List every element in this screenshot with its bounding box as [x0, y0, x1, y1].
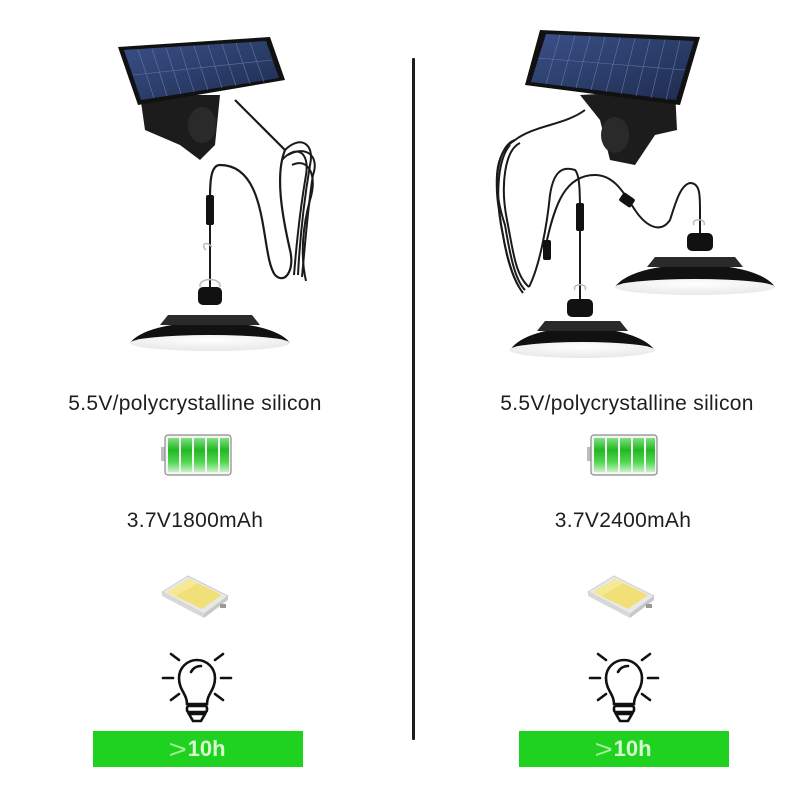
battery-spec-left: 3.7V1800mAh	[126, 509, 264, 532]
solar-panel-spec-right: 5.5V/polycrystalline silicon	[500, 392, 754, 415]
greater-than-symbol: >	[594, 733, 614, 764]
runtime-value: 10h	[187, 736, 226, 761]
single-lamp-product-image	[118, 37, 316, 351]
light-bulb-icon	[161, 652, 233, 723]
battery-full-icon	[587, 434, 658, 476]
solar-panel-spec-left: 5.5V/polycrystalline silicon	[68, 392, 322, 415]
greater-than-symbol: >	[168, 733, 188, 764]
double-lamp-product-image	[495, 30, 775, 358]
runtime-badge-right: > 10h	[519, 731, 729, 767]
light-bulb-icon	[588, 652, 660, 723]
battery-full-icon	[161, 434, 232, 476]
battery-spec-right: 3.7V2400mAh	[554, 509, 692, 532]
runtime-value: 10h	[613, 736, 652, 761]
led-chip-icon	[160, 575, 229, 618]
led-chip-icon	[586, 575, 655, 618]
runtime-badge-left: > 10h	[93, 731, 303, 767]
column-divider	[412, 58, 415, 740]
